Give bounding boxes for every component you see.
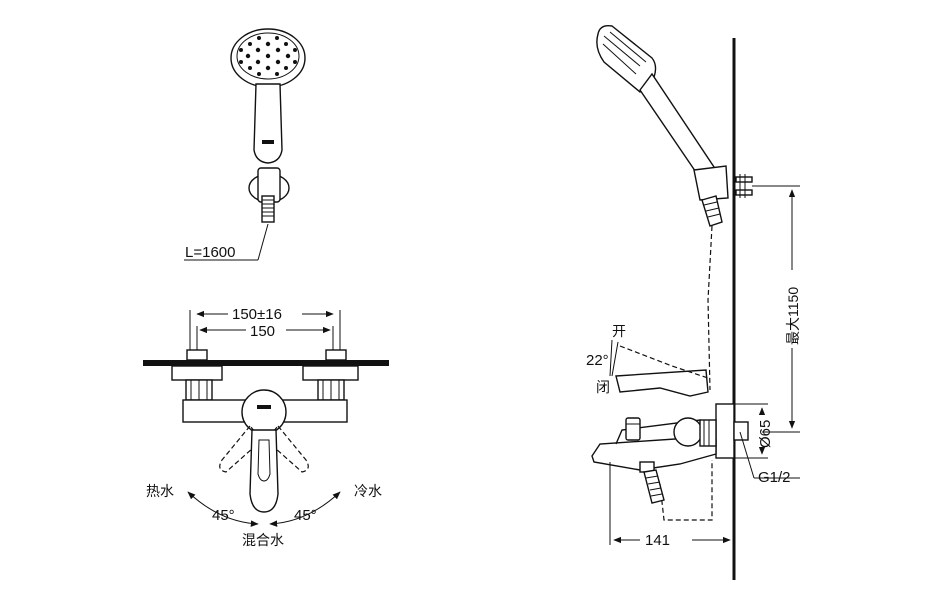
hose-stub-side	[701, 195, 723, 227]
max-height-dimension	[752, 185, 800, 433]
hand-shower-front-view	[184, 28, 306, 261]
closed-label: 闭	[596, 379, 610, 395]
max-height-label: 最大1150	[785, 287, 801, 345]
hand-shower-side-view	[596, 24, 753, 227]
width-nominal-label: 150	[250, 323, 275, 340]
thread-label: G1/2	[758, 469, 791, 486]
angle-right-label: 45°	[294, 507, 317, 524]
angle-left-label: 45°	[212, 507, 235, 524]
hose-stub	[261, 195, 275, 223]
hot-water-label: 热水	[146, 483, 174, 499]
projection-label: 141	[645, 532, 670, 549]
width-dimension-nominal	[196, 326, 334, 350]
spout-hose-connector	[643, 469, 665, 504]
flange-diameter-label: Ø65	[757, 420, 774, 448]
hose-length-label: L=1600	[185, 244, 235, 261]
open-label: 开	[612, 323, 626, 339]
mixer-front-view	[143, 349, 389, 513]
wall-surface	[143, 360, 389, 366]
lever-rotation-arcs	[187, 491, 341, 527]
width-dimension-adjustable	[189, 310, 341, 350]
width-adjustable-label: 150±16	[232, 306, 282, 323]
spray-nozzles	[239, 36, 297, 76]
hose-route	[707, 225, 713, 391]
wall-screws	[735, 174, 753, 198]
mixed-water-label: 混合水	[242, 532, 284, 548]
mixer-side-view	[591, 341, 749, 545]
flange-diameter-dimension	[734, 403, 768, 459]
lever-angle-label: 22°	[586, 352, 609, 369]
cold-water-label: 冷水	[354, 483, 382, 499]
